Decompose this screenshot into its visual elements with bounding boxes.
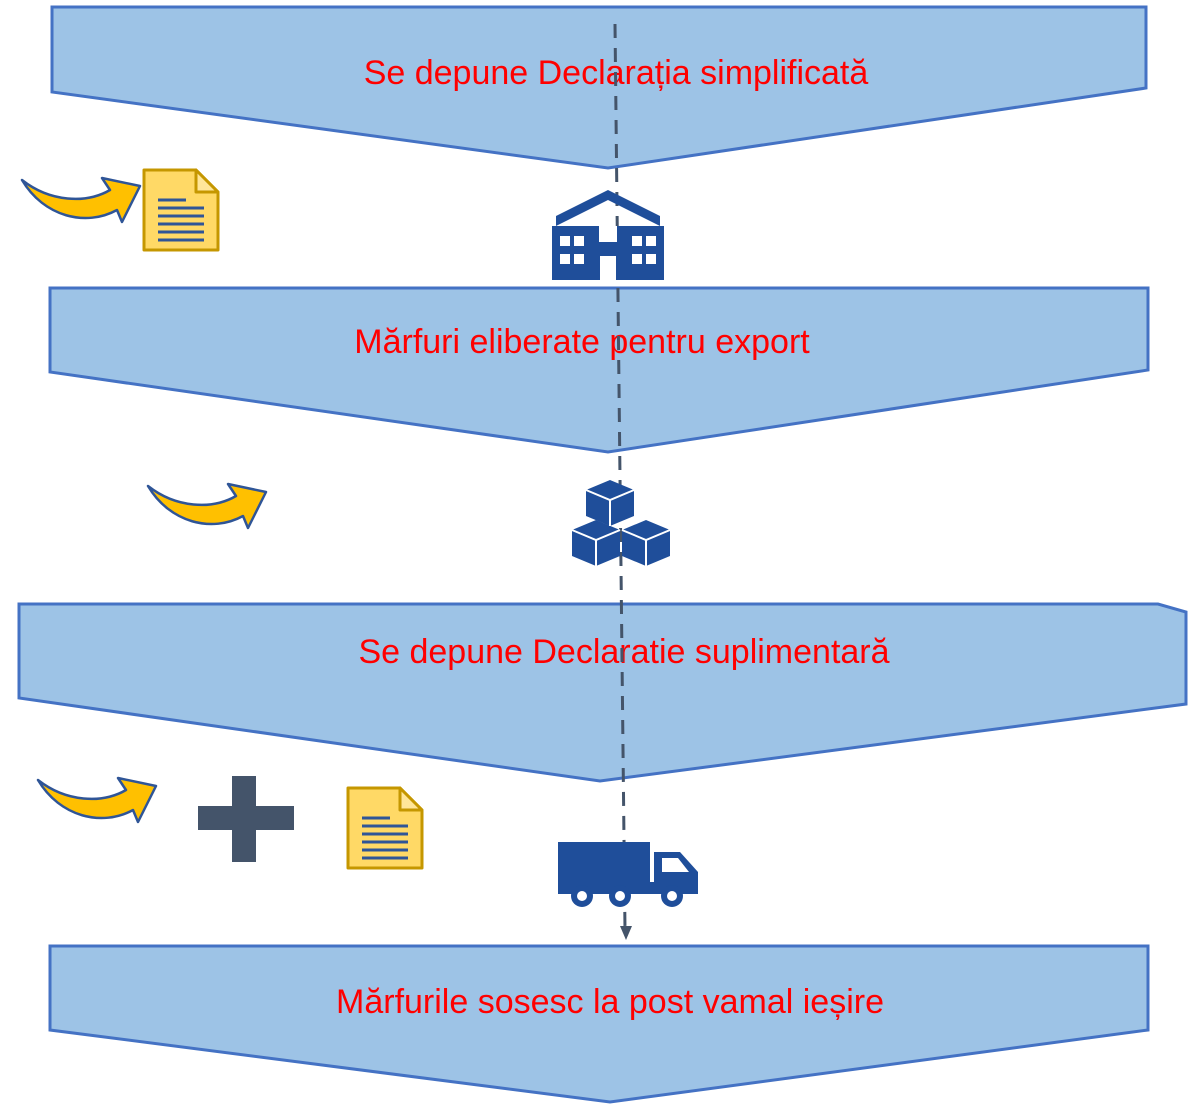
curved-arrow-icon <box>20 176 142 224</box>
step-label-4: Mărfurile sosesc la post vamal ieșire <box>336 983 884 1021</box>
step-label-3: Se depune Declaratie suplimentară <box>358 633 889 671</box>
plus-icon <box>198 776 294 862</box>
document-icon <box>142 168 220 252</box>
step-chevron-3: Se depune Declaratie suplimentară <box>17 602 1188 783</box>
boxes-icon <box>571 480 671 566</box>
step-chevron-2: Mărfuri eliberate pentru export <box>48 286 1150 454</box>
step-label-2: Mărfuri eliberate pentru export <box>354 323 810 361</box>
curved-arrow-icon <box>146 482 268 530</box>
flow-arrowhead-icon <box>620 926 632 940</box>
step-chevron-4: Mărfurile sosesc la post vamal ieșire <box>48 944 1150 1104</box>
customs-office-icon <box>552 190 664 280</box>
document-icon <box>346 786 424 870</box>
curved-arrow-icon <box>36 776 158 824</box>
truck-icon <box>558 842 698 907</box>
step-chevron-1: Se depune Declarația simplificată <box>50 5 1148 170</box>
process-flow-line <box>613 23 632 940</box>
